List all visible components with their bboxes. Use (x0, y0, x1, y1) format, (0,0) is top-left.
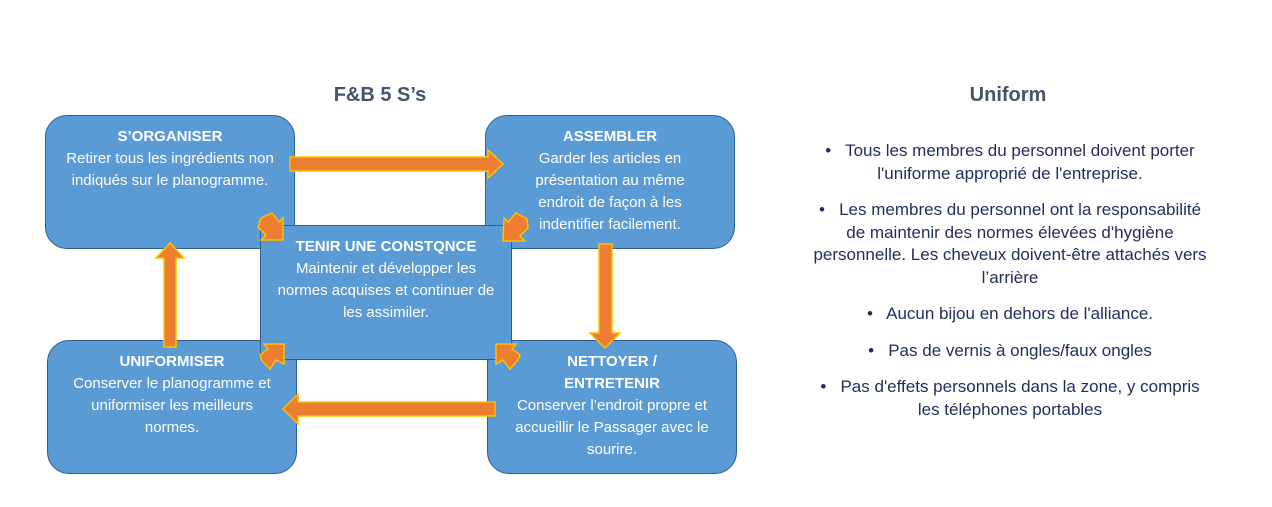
bullet-text: Tous les membres du personnel doivent po… (845, 141, 1195, 183)
arrow-left-icon (281, 392, 496, 426)
arrow-diagonal-icon (502, 212, 529, 242)
arrows (154, 148, 622, 426)
box-organiser: S’ORGANISER Retirer tous les ingrédients… (45, 115, 295, 249)
bullet-item: • Tous les membres du personnel doivent … (825, 141, 1195, 183)
bullet-item: • Pas d'effets personnels dans la zone, … (820, 377, 1200, 419)
bullet-text: Pas d'effets personnels dans la zone, y … (840, 377, 1200, 419)
arrow-diagonal-icon (495, 343, 521, 371)
arrow-diagonal-icon (257, 212, 284, 241)
box-text: Conserver l’endroit propre et accueillir… (515, 397, 709, 458)
box-uniformiser: UNIFORMISER Conserver le planogramme et … (47, 340, 297, 474)
uniform-bullets: • Tous les membres du personnel doivent … (790, 140, 1230, 435)
box-heading: S’ORGANISER (117, 128, 223, 145)
bullet-text: Pas de vernis à ongles/faux ongles (888, 340, 1152, 360)
box-heading: TENIR UNE CONSTQNCE (295, 238, 477, 255)
box-text: Maintenir et développer les normes acqui… (277, 260, 495, 321)
bullet-item: • Les membres du personnel ont la respon… (813, 200, 1207, 287)
diagram-title: F&B 5 S’s (333, 84, 427, 106)
box-text: Retirer tous les ingrédients non indiqué… (66, 150, 274, 189)
box-text: Garder les articles en présentation au m… (535, 150, 685, 233)
box-text: Conserver le planogramme et uniformiser … (73, 375, 271, 436)
box-center: TENIR UNE CONSTQNCE Maintenir et dévelop… (260, 225, 512, 360)
arrow-down-icon (588, 243, 622, 350)
bullet-item: • Pas de vernis à ongles/faux ongles (868, 340, 1152, 360)
bullet-text: Aucun bijou en dehors de l'alliance. (886, 304, 1154, 323)
box-heading: UNIFORMISER (119, 353, 225, 370)
box-heading: NETTOYER / ENTRETENIR (564, 353, 660, 392)
box-heading: ASSEMBLER (562, 128, 658, 145)
bullet-text: Les membres du personnel ont la responsa… (813, 200, 1207, 287)
arrow-diagonal-icon (259, 343, 285, 371)
box-assembler: ASSEMBLER Garder les articles en présent… (485, 115, 735, 249)
arrow-right-icon (289, 148, 505, 180)
uniform-title: Uniform (969, 84, 1047, 106)
bullet-item: • Aucun bijou en dehors de l'alliance. (866, 304, 1154, 323)
arrow-up-icon (154, 241, 186, 348)
